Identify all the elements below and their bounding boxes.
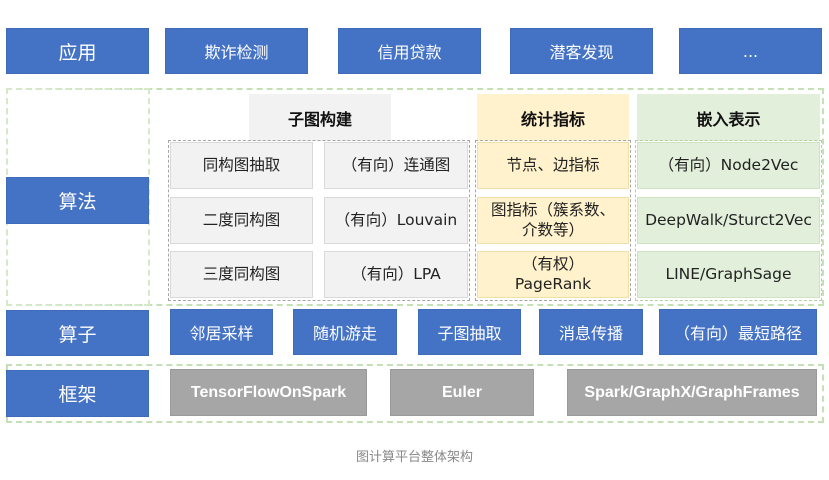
app-more: ... [679, 28, 822, 74]
op-shortest-path: （有向）最短路径 [659, 309, 817, 355]
graph-metrics-line2: 介数等） [521, 220, 584, 239]
app-credit-loan: 信用贷款 [338, 28, 481, 74]
algo-three-degree-isomorphic: 三度同构图 [170, 251, 313, 298]
graph-metrics-line1: 图指标（簇系数、 [490, 201, 615, 220]
algo-deepwalk-struct2vec: DeepWalk/Sturct2Vec [637, 197, 820, 244]
embedding-grid-frame [635, 140, 822, 301]
group-header-subgraph: 子图构建 [249, 94, 391, 141]
op-neighbor-sampling: 邻居采样 [170, 309, 273, 355]
group-header-embedding: 嵌入表示 [637, 94, 820, 141]
app-potential-customer-discovery: 潜客发现 [510, 28, 653, 74]
algo-line-graphsage: LINE/GraphSage [637, 251, 820, 298]
algo-pagerank: （有权） PageRank [477, 251, 629, 298]
algo-isomorphic-extraction: 同构图抽取 [170, 142, 313, 189]
statistics-grid-frame [475, 140, 631, 301]
algo-two-degree-isomorphic: 二度同构图 [170, 197, 313, 244]
algo-node2vec: （有向）Node2Vec [637, 142, 820, 189]
algo-node-edge-metrics: 节点、边指标 [477, 142, 629, 189]
fw-euler: Euler [390, 369, 534, 416]
pagerank-line2: PageRank [514, 274, 592, 293]
algo-graph-metrics: 图指标（簇系数、 介数等） [477, 197, 629, 244]
op-message-passing: 消息传播 [539, 309, 643, 355]
layer-label-algorithm: 算法 [6, 177, 149, 224]
app-fraud-detection: 欺诈检测 [165, 28, 308, 74]
pagerank-line1: （有权） [521, 255, 584, 274]
algo-lpa: （有向）LPA [324, 251, 468, 298]
algo-connected-graph: （有向）连通图 [324, 142, 468, 189]
figure-caption: 图计算平台整体架构 [355, 450, 473, 465]
layer-label-framework: 框架 [6, 370, 149, 417]
op-subgraph-extraction: 子图抽取 [418, 309, 521, 355]
group-header-statistics: 统计指标 [477, 94, 629, 141]
fw-spark-graphx-graphframes: Spark/GraphX/GraphFrames [567, 369, 817, 416]
layer-label-application: 应用 [6, 28, 149, 74]
subgraph-grid-frame [168, 140, 470, 301]
fw-tensorflowonspark: TensorFlowOnSpark [170, 369, 367, 416]
algo-louvain: （有向）Louvain [324, 197, 468, 244]
layer-label-operator: 算子 [6, 310, 149, 356]
op-random-walk: 随机游走 [293, 309, 397, 355]
